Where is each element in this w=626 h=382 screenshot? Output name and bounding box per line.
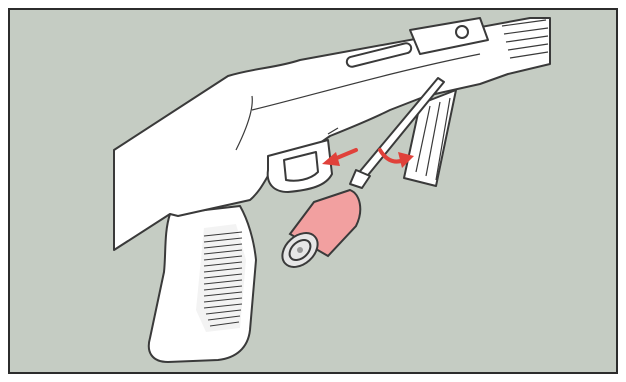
diagram-canvas (10, 10, 616, 372)
grip-checkering (196, 224, 246, 332)
illustration-frame (8, 8, 618, 374)
